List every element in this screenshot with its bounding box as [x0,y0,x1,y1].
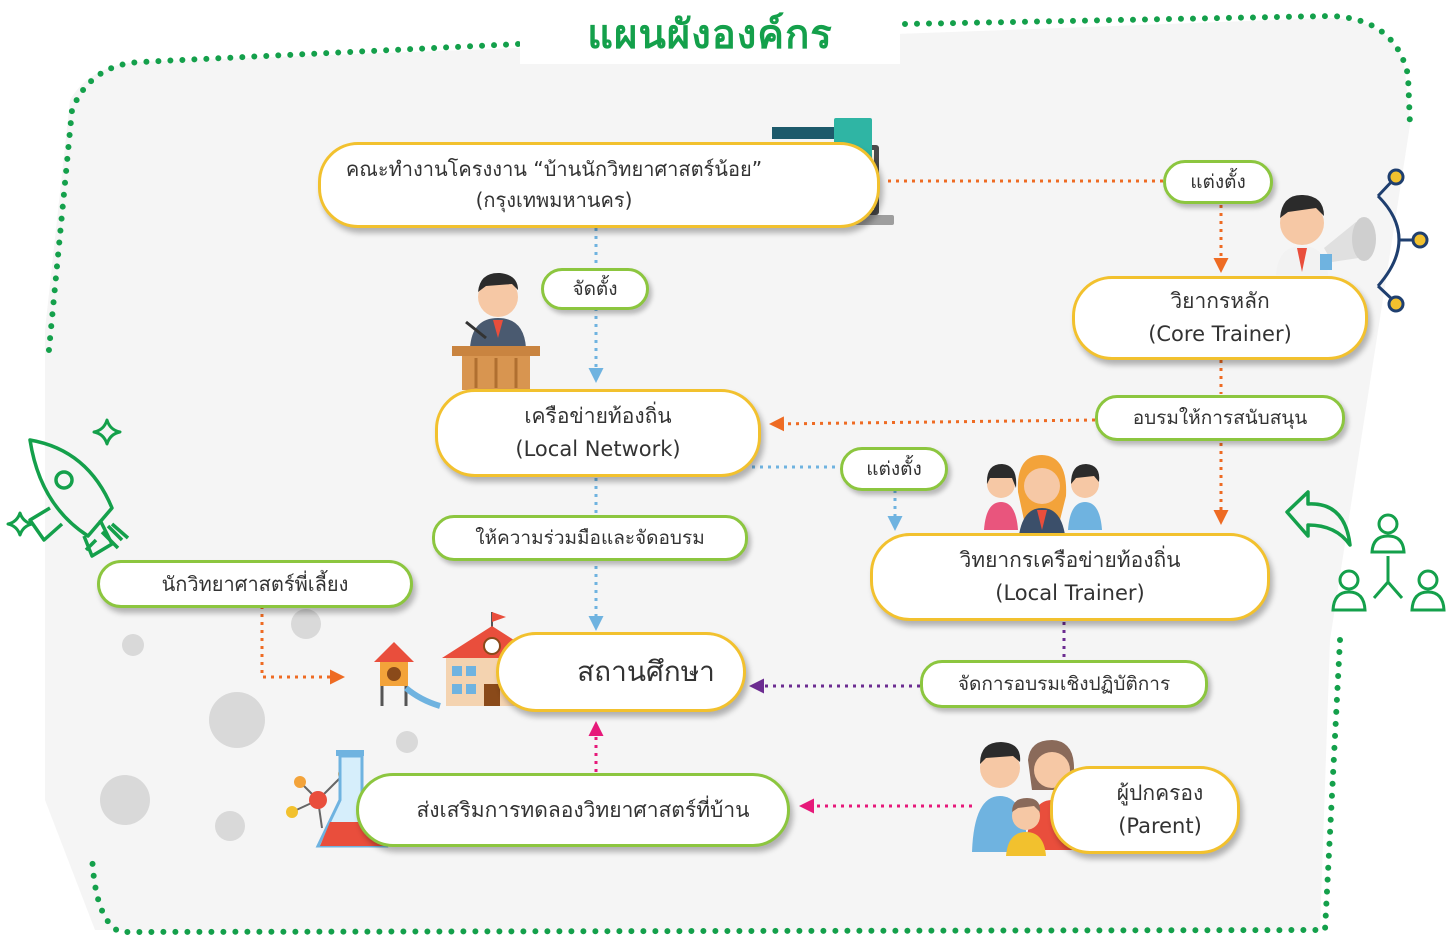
dotted-border [45,41,521,363]
node-local-trainer: วิทยากรเครือข่ายท้องถิ่น (Local Trainer) [870,533,1270,621]
label-workshop: จัดการอบรมเชิงปฏิบัติการ [920,660,1208,708]
edge-support-network [769,416,1096,432]
node-parent-line2: (Parent) [1118,814,1202,838]
org-people-icon [1331,513,1446,612]
node-parent-line1: ผู้ปกครอง [1116,781,1204,806]
network-hub-icon [1376,168,1429,313]
node-school: สถานศึกษา [496,632,746,712]
node-local-network: เครือข่ายท้องถิ่น (Local Network) [435,389,761,477]
decorative-bubbles [100,609,418,841]
node-local-trainer-line2: (Local Trainer) [995,581,1145,605]
speaker-podium-icon [452,272,540,390]
label-appoint-core: แต่งตั้ง [1163,160,1273,204]
label-cooperate: ให้ความร่วมมือและจัดอบรม [432,515,748,561]
label-establish: จัดตั้ง [541,268,649,310]
node-core-trainer-line2: (Core Trainer) [1148,322,1292,346]
page-title: แผนผังองค์กร [520,4,900,64]
node-local-network-line2: (Local Network) [515,437,681,461]
megaphone-person-icon [1276,194,1376,275]
node-school-label: สถานศึกษา [577,655,715,689]
node-core-trainer-line1: วิยากรหลัก [1170,289,1270,314]
dotted-border [902,12,1413,128]
node-committee: คณะทำงานโครงงาน “บ้านนักวิทยาศาสตร์น้อย”… [318,142,880,228]
sparkle-icon [6,418,122,537]
node-core-trainer: วิยากรหลัก (Core Trainer) [1072,276,1368,360]
playground-icon [374,642,441,709]
node-home-experiment: ส่งเสริมการทดลองวิทยาศาสตร์ที่บ้าน [356,773,790,847]
node-mentor-label: นักวิทยาศาสตร์พี่เลี้ยง [161,571,349,596]
return-arrow-icon [1285,490,1352,547]
node-committee-line2: (กรุงเทพมหานคร) [475,188,633,212]
node-local-network-line1: เครือข่ายท้องถิ่น [524,404,672,429]
node-home-experiment-label: ส่งเสริมการทดลองวิทยาศาสตร์ที่บ้าน [416,797,750,822]
node-committee-line1: คณะทำงานโครงงาน “บ้านนักวิทยาศาสตร์น้อย” [345,157,763,181]
node-local-trainer-line1: วิทยากรเครือข่ายท้องถิ่น [959,548,1181,573]
label-appoint-local: แต่งตั้ง [840,447,948,491]
label-train-support: อบรมให้การสนับสนุน [1095,395,1345,441]
node-mentor: นักวิทยาศาสตร์พี่เลี้ยง [97,560,413,608]
node-parent: ผู้ปกครอง (Parent) [1050,766,1240,854]
team-icon [984,455,1102,545]
rocket-icon [28,438,130,558]
